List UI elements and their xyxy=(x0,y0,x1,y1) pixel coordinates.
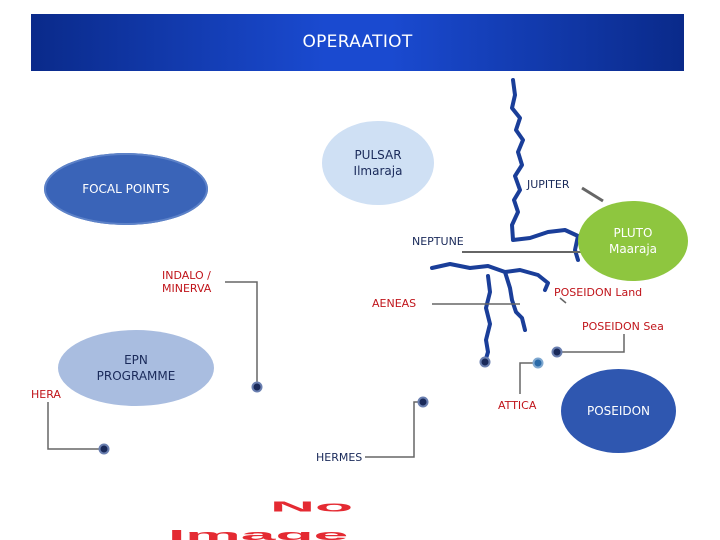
node-dot-hermes xyxy=(417,396,429,408)
poseidon-sea-connector xyxy=(557,334,625,353)
pulsar-node: PULSAR Ilmaraja xyxy=(322,121,434,205)
node-dot-attica-route xyxy=(479,356,491,368)
indalo-connector xyxy=(225,281,258,387)
poseidon-node: POSEIDON xyxy=(561,369,676,453)
route-aeneas-south xyxy=(503,270,527,332)
pluto-node: PLUTO Maaraja xyxy=(578,201,688,281)
hera-label: HERA xyxy=(31,388,61,401)
epn-programme-label: EPN PROGRAMME xyxy=(96,353,176,383)
hera-connector xyxy=(47,402,104,450)
hermes-label: HERMES xyxy=(316,451,363,464)
aeneas-label: AENEAS xyxy=(372,297,417,310)
pulsar-label: PULSAR Ilmaraja xyxy=(353,148,403,178)
indalo-minerva-label: INDALO / MINERVA xyxy=(162,269,212,295)
header-banner: OPERAATIOT xyxy=(31,14,684,71)
route-jupiter-river xyxy=(510,78,580,262)
poseidon-land-label: POSEIDON Land xyxy=(554,286,643,299)
poseidon-sea-label: POSEIDON Sea xyxy=(582,320,664,333)
attica-connector xyxy=(519,362,538,394)
node-dot-hera xyxy=(98,443,110,455)
attica-label: ATTICA xyxy=(498,399,537,412)
node-dot-attica xyxy=(532,357,544,369)
focal-points-node: FOCAL POINTS xyxy=(44,153,208,225)
neptune-label: NEPTUNE xyxy=(412,235,464,248)
placeholder-line1: No xyxy=(270,498,353,514)
epn-programme-node: EPN PROGRAMME xyxy=(58,330,214,406)
poseidon-label: POSEIDON xyxy=(586,404,651,418)
jupiter-pointer xyxy=(581,186,604,203)
pluto-label: PLUTO Maaraja xyxy=(608,226,658,256)
route-attica xyxy=(483,274,492,364)
node-dot-indalo xyxy=(251,381,263,393)
focal-points-label: FOCAL POINTS xyxy=(82,182,170,196)
page-title: OPERAATIOT xyxy=(302,32,413,52)
placeholder-line2: Image xyxy=(168,527,348,540)
poseidon-land-pointer xyxy=(559,297,567,304)
jupiter-label: JUPITER xyxy=(527,178,570,191)
node-dot-poseidon-sea xyxy=(551,346,563,358)
